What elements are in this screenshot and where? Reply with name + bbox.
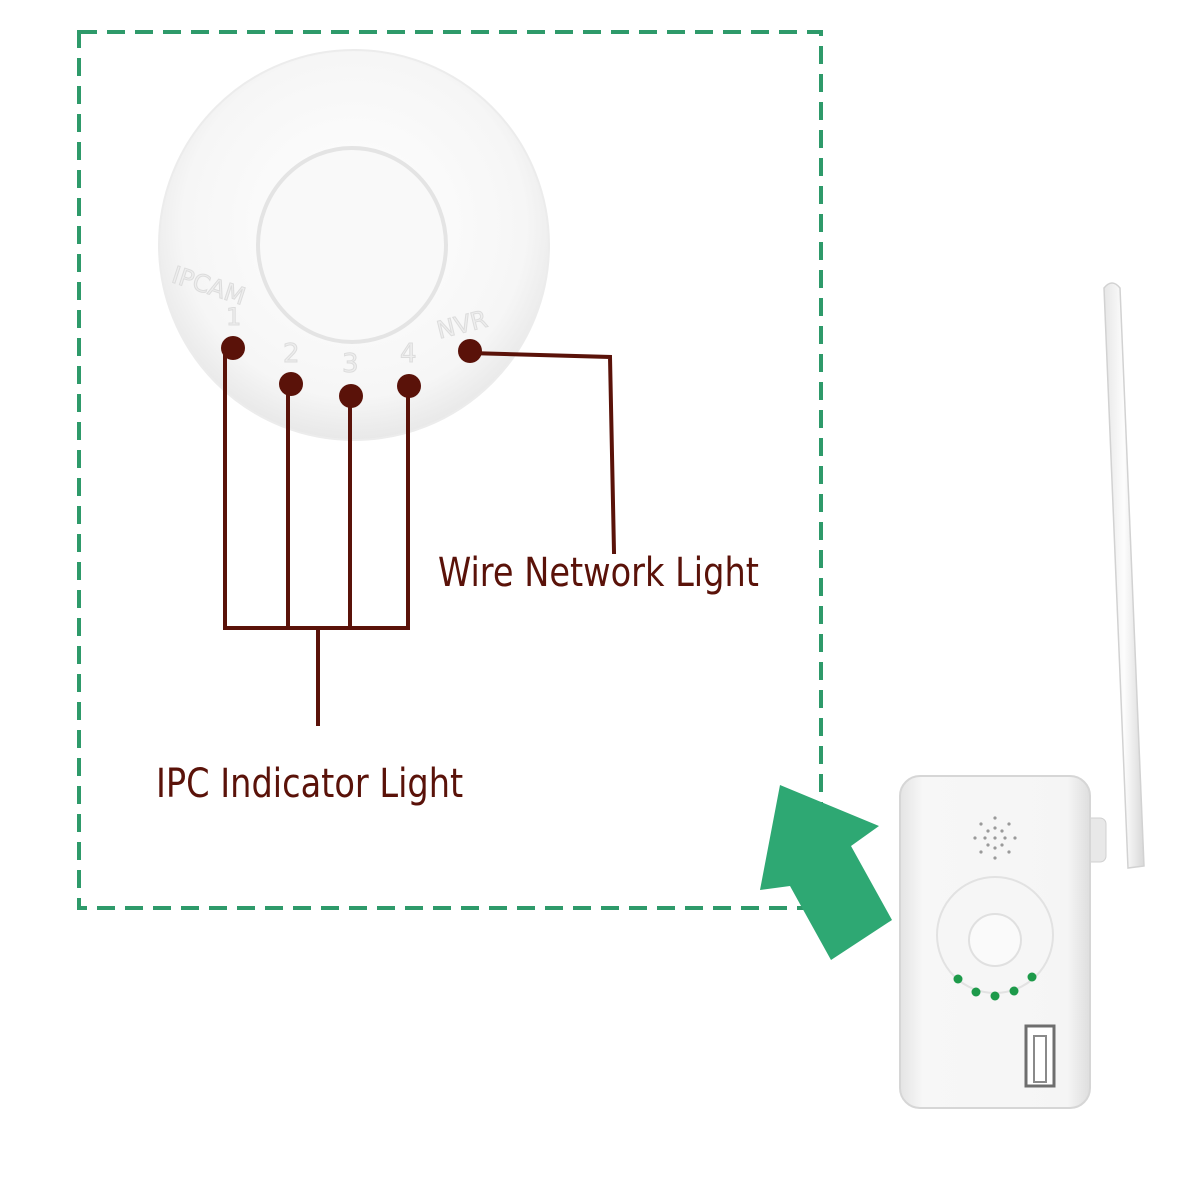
port-1-label: 1 — [226, 303, 241, 331]
device-led-4 — [1010, 987, 1019, 996]
led-panel-closeup: IPCAM 1 2 3 4 NVR — [159, 50, 549, 440]
device-led-2 — [972, 988, 981, 997]
device-led-3 — [991, 992, 1000, 1001]
port-3-label: 3 — [342, 349, 359, 379]
port-1-marker — [221, 336, 245, 360]
device-button-ring — [969, 914, 1021, 966]
port-4-label: 4 — [400, 339, 417, 369]
device-led-nvr — [1028, 973, 1037, 982]
nvr-marker — [458, 339, 482, 363]
antenna — [1104, 283, 1144, 868]
panel-button-ring — [258, 148, 446, 342]
port-4-marker — [397, 374, 421, 398]
wifi-repeater-device-icon — [900, 283, 1144, 1108]
wire-network-light-label: Wire Network Light — [438, 549, 759, 596]
device-led-1 — [954, 975, 963, 984]
port-2-label: 2 — [283, 339, 300, 369]
port-3-marker — [339, 384, 363, 408]
port-2-marker — [279, 372, 303, 396]
zoom-pointer-arrow-icon — [760, 785, 892, 960]
ipc-indicator-light-label: IPC Indicator Light — [156, 760, 463, 807]
